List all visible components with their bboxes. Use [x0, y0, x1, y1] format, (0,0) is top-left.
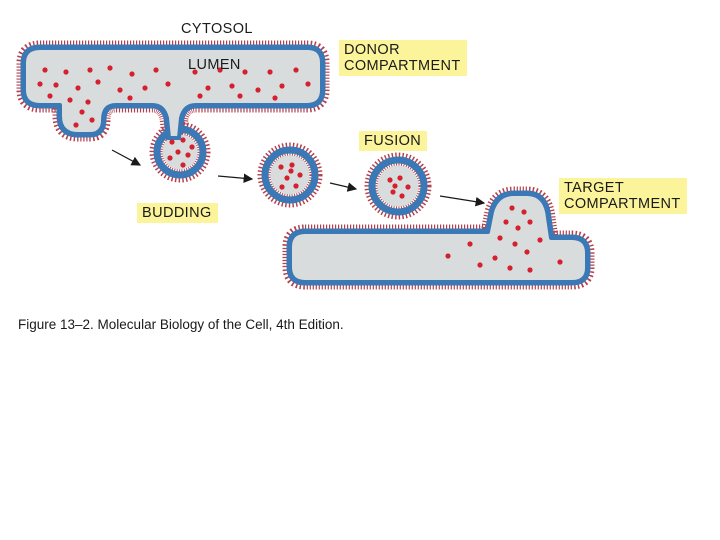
cargo-dot — [293, 67, 298, 72]
donor-label-line2: COMPARTMENT — [344, 58, 461, 74]
cargo-dot — [165, 81, 170, 86]
cargo-dot — [527, 267, 532, 272]
cargo-dot — [387, 177, 392, 182]
cytosol-label: CYTOSOL — [181, 21, 253, 37]
cargo-dot — [278, 164, 283, 169]
cargo-dot — [512, 241, 517, 246]
arrow-free-vesicle-to-fusion — [330, 183, 356, 189]
lumen-label: LUMEN — [188, 57, 241, 73]
fusing-vesicle-membrane — [372, 160, 424, 212]
cargo-dot — [305, 81, 310, 86]
cargo-dot — [255, 87, 260, 92]
cargo-dot — [73, 122, 78, 127]
cargo-dot — [297, 172, 302, 177]
cargo-dot — [477, 262, 482, 267]
cargo-dot — [185, 152, 190, 157]
cargo-dot — [37, 81, 42, 86]
cargo-dot — [557, 259, 562, 264]
cargo-dot — [289, 162, 294, 167]
cargo-dot — [527, 219, 532, 224]
cargo-dot — [497, 235, 502, 240]
fusion-label: FUSION — [359, 131, 427, 151]
cargo-dot — [293, 183, 298, 188]
cargo-dot — [509, 205, 514, 210]
figure-caption: Figure 13–2. Molecular Biology of the Ce… — [18, 317, 344, 332]
cargo-dot — [515, 225, 520, 230]
cargo-dot — [503, 219, 508, 224]
cargo-dot — [267, 69, 272, 74]
cargo-dot — [507, 265, 512, 270]
arrow-fusion-to-target — [440, 196, 484, 203]
cargo-dot — [153, 67, 158, 72]
target-label-line2: COMPARTMENT — [564, 196, 681, 212]
cargo-dot — [524, 249, 529, 254]
cargo-dot — [53, 82, 58, 87]
target-compartment-label: TARGET COMPARTMENT — [559, 178, 687, 214]
cargo-dot — [405, 184, 410, 189]
cargo-dot — [169, 139, 174, 144]
cargo-dot — [521, 209, 526, 214]
cargo-dot — [279, 83, 284, 88]
cargo-dot — [272, 95, 277, 100]
cargo-dot — [189, 144, 194, 149]
cargo-dot — [79, 109, 84, 114]
cargo-dot — [399, 193, 404, 198]
cargo-dot — [229, 83, 234, 88]
cargo-dot — [180, 137, 185, 142]
cargo-dot — [175, 149, 180, 154]
arrow-bud-to-free-vesicle — [218, 176, 252, 179]
donor-compartment-label: DONOR COMPARTMENT — [339, 40, 467, 76]
cargo-dot — [117, 87, 122, 92]
cargo-dot — [42, 67, 47, 72]
cargo-dot — [180, 162, 185, 167]
cargo-dot — [288, 168, 293, 173]
cargo-dot — [467, 241, 472, 246]
arrow-donor-to-bud — [112, 150, 140, 165]
cargo-dot — [445, 253, 450, 258]
cargo-dot — [47, 93, 52, 98]
cargo-dot — [537, 237, 542, 242]
cargo-dot — [85, 99, 90, 104]
cargo-dot — [63, 69, 68, 74]
donor-label-line1: DONOR — [344, 42, 461, 58]
cargo-dot — [279, 184, 284, 189]
cargo-dot — [67, 97, 72, 102]
cargo-dot — [205, 85, 210, 90]
cargo-dot — [142, 85, 147, 90]
cargo-dot — [390, 189, 395, 194]
budding-label: BUDDING — [137, 203, 218, 223]
cargo-dot — [95, 79, 100, 84]
cargo-dot — [129, 71, 134, 76]
cargo-dot — [242, 69, 247, 74]
target-label-line1: TARGET — [564, 180, 681, 196]
cargo-dot — [127, 95, 132, 100]
cargo-dot — [392, 183, 397, 188]
cargo-dot — [75, 85, 80, 90]
cargo-dot — [87, 67, 92, 72]
cargo-dot — [197, 93, 202, 98]
cargo-dot — [107, 65, 112, 70]
cargo-dot — [89, 117, 94, 122]
cargo-dot — [492, 255, 497, 260]
cargo-dot — [284, 175, 289, 180]
cargo-dot — [237, 93, 242, 98]
cargo-dot — [397, 175, 402, 180]
free-vesicle-membrane — [265, 150, 315, 200]
cargo-dot — [167, 155, 172, 160]
